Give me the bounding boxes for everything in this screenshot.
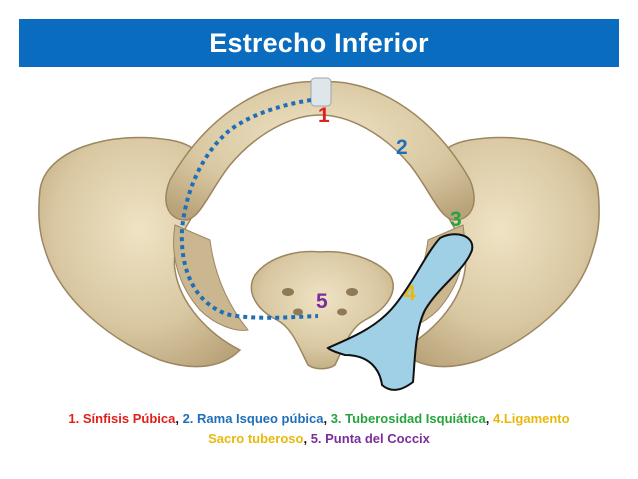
caption-item-5: 5. Punta del Coccix — [310, 431, 430, 446]
label-4: 4 — [404, 282, 416, 305]
label-3: 3 — [450, 208, 462, 231]
sacrum — [250, 250, 394, 370]
caption-item-4b: Sacro tuberoso — [208, 431, 304, 446]
pubic-symphysis — [310, 77, 332, 107]
caption-separator: , — [303, 431, 311, 446]
label-5: 5 — [316, 290, 328, 313]
caption-separator: , — [175, 411, 183, 426]
label-2: 2 — [396, 136, 408, 159]
caption-item-3: 3. Tuberosidad Isquiática — [330, 411, 486, 426]
caption-line-1: 1. Sínfisis Púbica, 2. Rama Isqueo púbic… — [0, 409, 638, 429]
title-bar: Estrecho Inferior — [19, 19, 619, 67]
caption-item-1: 1. Sínfisis Púbica — [68, 411, 176, 426]
sacral-foramen — [337, 308, 347, 316]
pelvis-illustration: 1 2 3 4 5 — [0, 70, 638, 400]
caption-line-2: Sacro tuberoso, 5. Punta del Coccix — [0, 429, 638, 449]
pelvis-bone-drawing — [38, 77, 600, 391]
left-ischium — [173, 224, 249, 331]
caption-separator: , — [485, 411, 493, 426]
outlet-outline — [179, 98, 319, 320]
caption-item-2: 2. Rama Isqueo púbica — [182, 411, 324, 426]
sacral-foramen — [346, 288, 358, 296]
caption-separator: , — [323, 411, 331, 426]
sacrotuberous-ligament — [326, 233, 474, 391]
slide-title: Estrecho Inferior — [209, 27, 429, 58]
sacral-foramen — [293, 308, 303, 316]
caption: 1. Sínfisis Púbica, 2. Rama Isqueo púbic… — [0, 409, 638, 449]
sacral-foramen — [282, 288, 294, 296]
caption-item-4a: 4.Ligamento — [493, 411, 570, 426]
label-1: 1 — [318, 104, 330, 127]
